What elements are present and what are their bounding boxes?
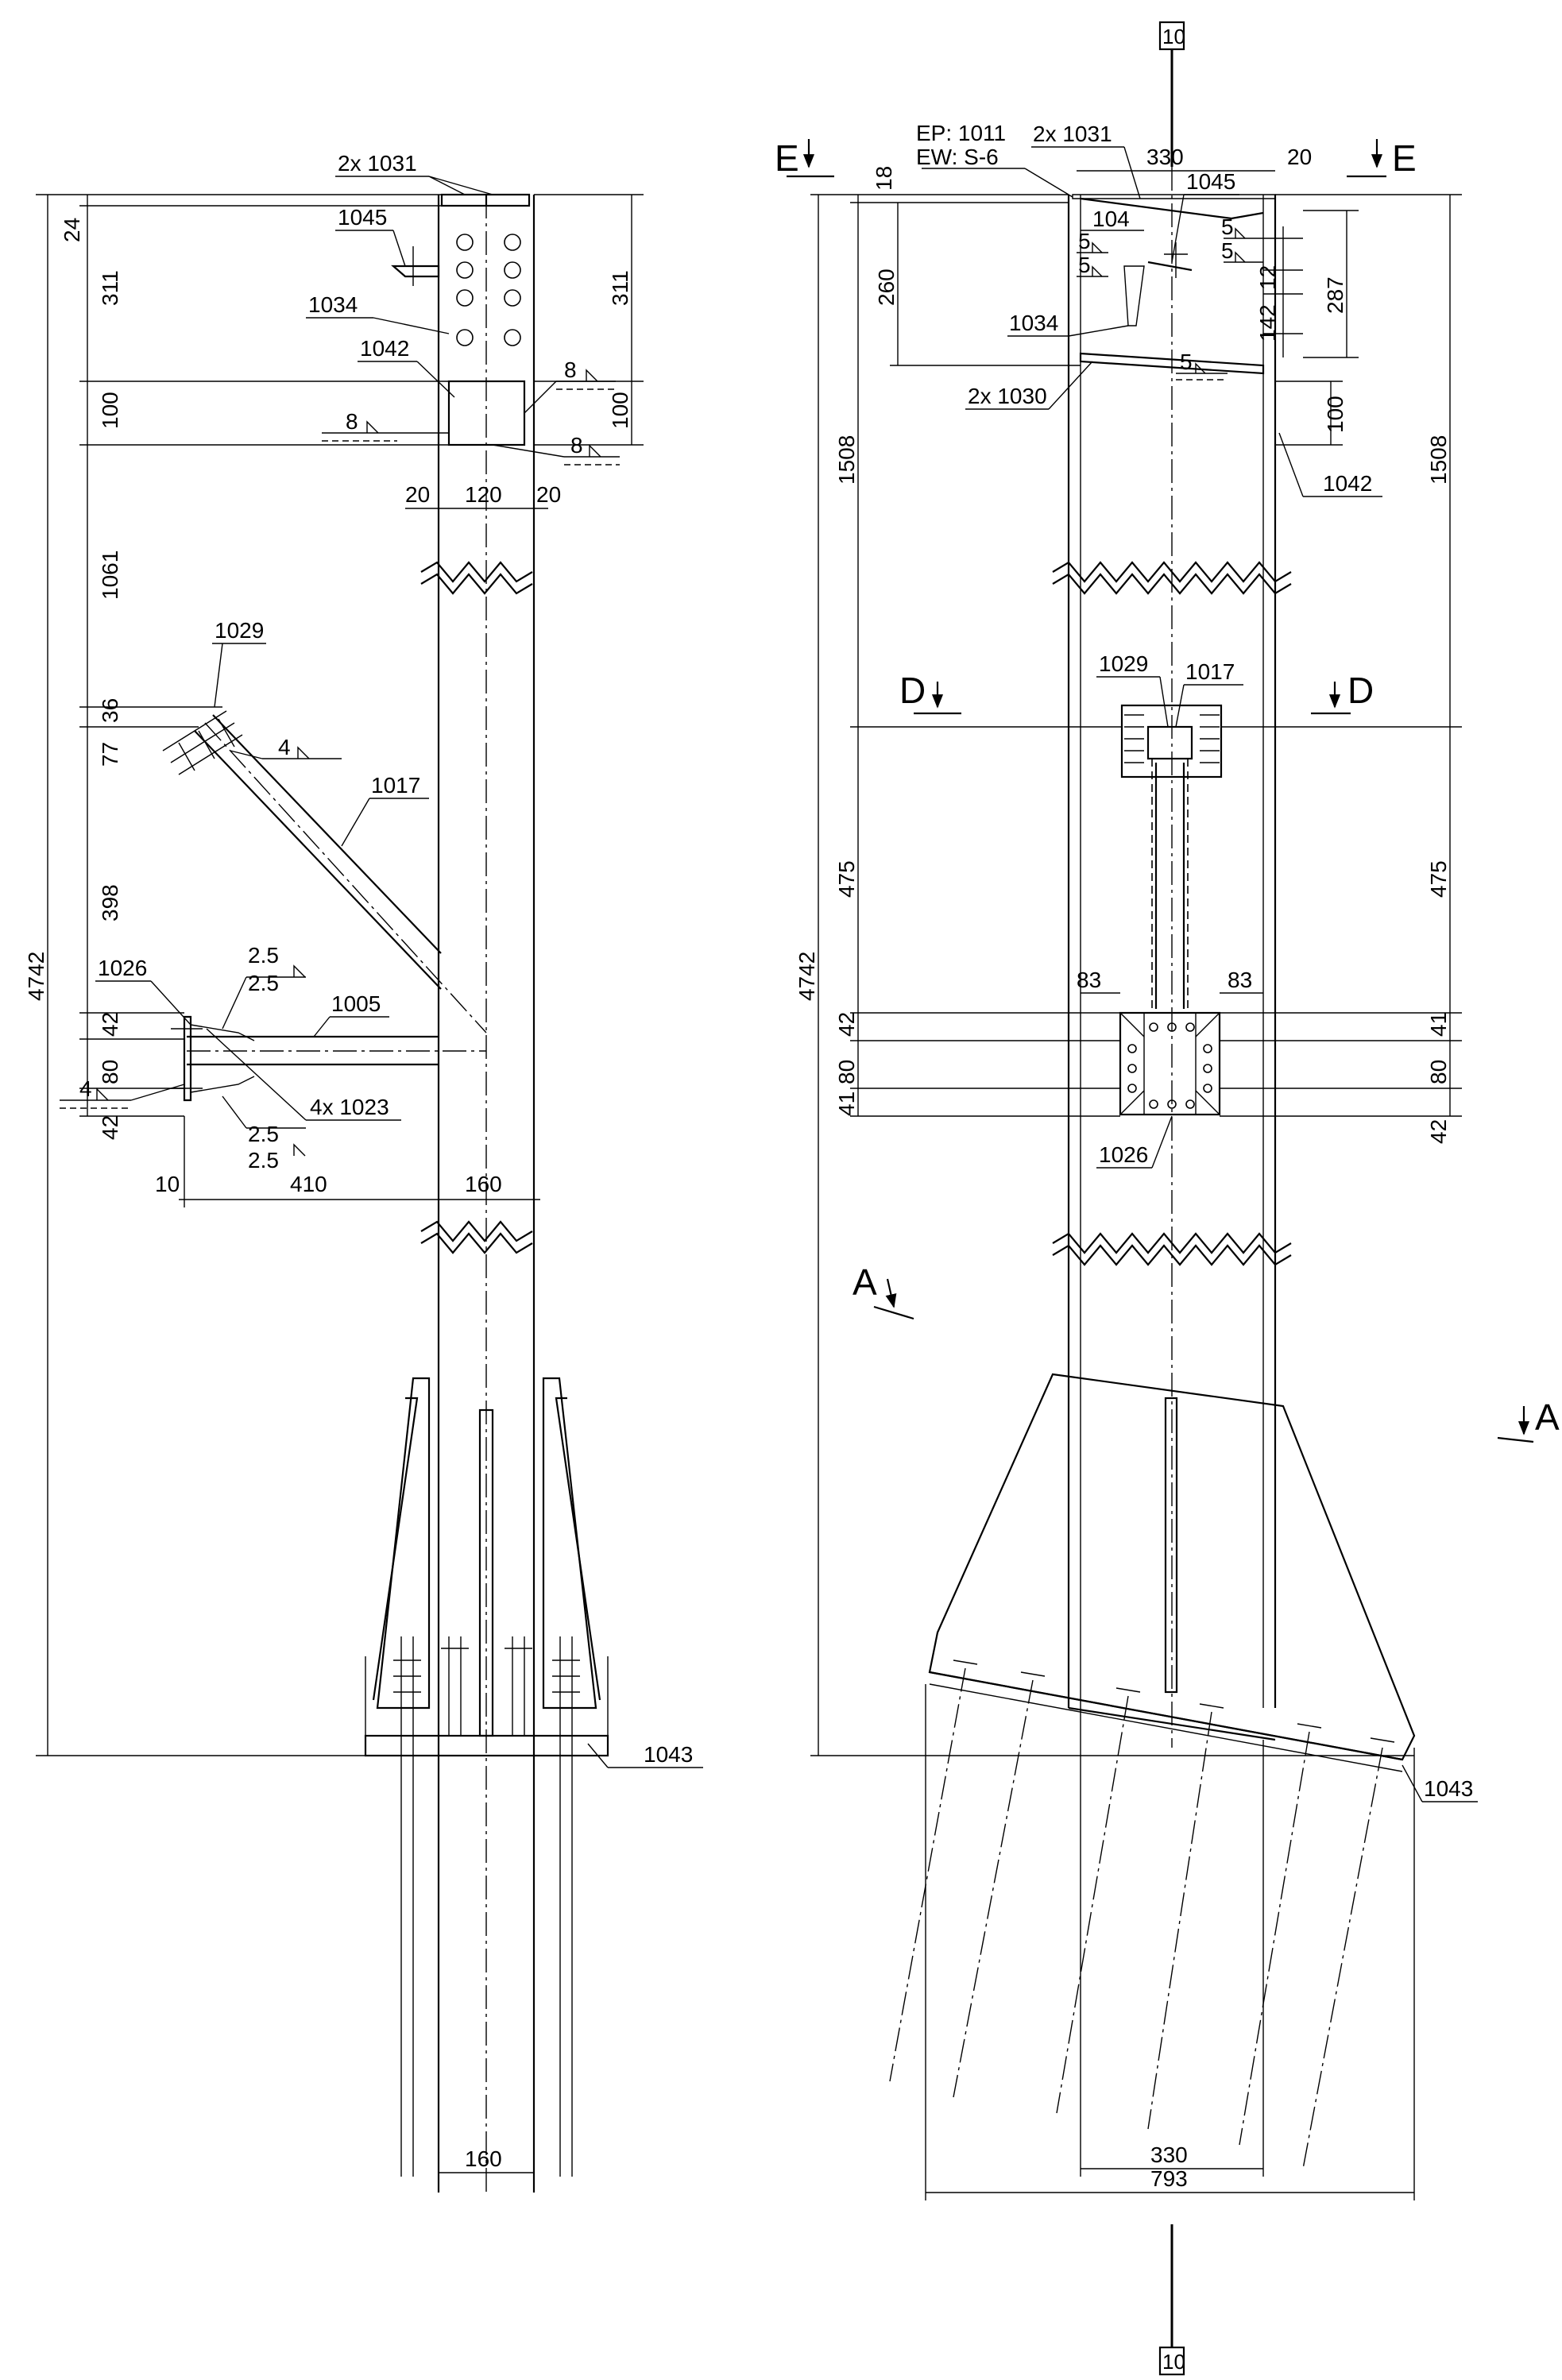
weld-8-a: 8 xyxy=(564,357,577,382)
dim-104: 104 xyxy=(1092,207,1130,231)
dim-20-a: 20 xyxy=(405,482,430,507)
weld-2-5-b: 2.5 xyxy=(248,971,279,995)
label-1045-right: 1045 xyxy=(1186,169,1235,194)
weld-5-a: 5 xyxy=(1078,229,1091,253)
weld-2-5-a: 2.5 xyxy=(248,943,279,968)
section-d-right: D xyxy=(1347,670,1374,711)
dim-160-b: 160 xyxy=(465,2146,502,2171)
weld-4-b: 4 xyxy=(79,1076,92,1101)
dim-4742-right-view: 4742 xyxy=(795,952,819,1001)
weld-5-e: 5 xyxy=(1180,350,1193,374)
section-a-right: A xyxy=(1535,1397,1560,1438)
dim-24: 24 xyxy=(60,218,84,242)
dim-398: 398 xyxy=(98,884,122,921)
dim-83-b: 83 xyxy=(1228,968,1252,992)
label-1043-right: 1043 xyxy=(1424,1776,1473,1801)
label-1026-right: 1026 xyxy=(1099,1142,1148,1167)
dim-42-b: 42 xyxy=(98,1115,122,1140)
dim-41-left: 41 xyxy=(834,1091,859,1116)
section-a-left: A xyxy=(853,1261,877,1303)
dim-475-right: 475 xyxy=(1426,860,1451,898)
note-ew: EW: S-6 xyxy=(916,145,999,169)
dim-100-right: 100 xyxy=(608,392,632,429)
section-marker-top-label: 10 xyxy=(1162,25,1185,48)
weld-4-a: 4 xyxy=(278,735,291,759)
label-1029-left: 1029 xyxy=(215,618,264,643)
dim-287: 287 xyxy=(1323,276,1347,314)
label-1017-left: 1017 xyxy=(371,773,420,798)
dim-18: 18 xyxy=(872,166,896,191)
label-1042-left: 1042 xyxy=(360,336,409,361)
dim-41-right: 41 xyxy=(1426,1012,1451,1037)
dim-1508-left: 1508 xyxy=(834,435,859,485)
note-ep: EP: 1011 xyxy=(916,121,1006,145)
weld-5-c: 5 xyxy=(1221,214,1234,239)
label-1005-left: 1005 xyxy=(331,991,381,1016)
label-4x1023-left: 4x 1023 xyxy=(310,1095,389,1119)
dim-83-a: 83 xyxy=(1077,968,1101,992)
left-view: 24 311 311 100 100 20 120 20 1061 36 77 … xyxy=(24,151,703,2193)
weld-5-d: 5 xyxy=(1221,238,1234,263)
dim-42-a: 42 xyxy=(98,1012,122,1037)
dim-260: 260 xyxy=(874,269,899,306)
dim-10: 10 xyxy=(155,1172,180,1196)
weld-2-5-c: 2.5 xyxy=(248,1122,279,1146)
weld-2-5-d: 2.5 xyxy=(248,1148,279,1173)
dim-1508-right: 1508 xyxy=(1426,435,1451,485)
dim-120: 120 xyxy=(465,482,502,507)
dim-4742-left: 4742 xyxy=(24,952,48,1001)
label-1034-left: 1034 xyxy=(308,292,358,317)
label-2x1031-right: 2x 1031 xyxy=(1033,122,1112,146)
dim-793: 793 xyxy=(1150,2166,1188,2191)
label-2x1030-right: 2x 1030 xyxy=(968,384,1047,408)
section-marker-bottom: 10 xyxy=(1158,2224,1185,2376)
weld-8-c: 8 xyxy=(570,433,583,458)
dim-330-top: 330 xyxy=(1146,145,1184,169)
dim-80: 80 xyxy=(98,1060,122,1084)
label-1034-right: 1034 xyxy=(1009,311,1058,335)
dim-311-left: 311 xyxy=(98,270,122,306)
dim-36: 36 xyxy=(98,698,122,723)
dim-100-right-view: 100 xyxy=(1323,396,1347,433)
label-1029-right: 1029 xyxy=(1099,651,1148,676)
dim-311-right: 311 xyxy=(608,270,632,306)
dim-20-b: 20 xyxy=(536,482,561,507)
dim-330-bottom: 330 xyxy=(1150,2142,1188,2167)
right-view: E E D D A A xyxy=(775,121,1560,2200)
dim-12: 12 xyxy=(1255,265,1280,290)
dim-80-right: 80 xyxy=(1426,1060,1451,1084)
section-e-right: E xyxy=(1392,137,1417,179)
bolt-holes xyxy=(456,234,521,346)
label-1042-right: 1042 xyxy=(1323,471,1372,496)
label-1045-left: 1045 xyxy=(338,205,387,230)
label-2x1031-left: 2x 1031 xyxy=(338,151,417,176)
section-marker-top: 10 xyxy=(1158,21,1185,167)
dim-80-left: 80 xyxy=(834,1060,859,1084)
weld-5-b: 5 xyxy=(1078,253,1091,277)
dim-142: 142 xyxy=(1255,304,1280,342)
section-marker-bottom-label: 10 xyxy=(1162,2350,1185,2374)
dim-77: 77 xyxy=(98,742,122,767)
dim-42-left: 42 xyxy=(834,1012,859,1037)
dim-1061: 1061 xyxy=(98,551,122,600)
section-e-left: E xyxy=(775,137,799,179)
dim-410: 410 xyxy=(290,1172,327,1196)
label-1043-left: 1043 xyxy=(644,1742,693,1767)
label-1026-left: 1026 xyxy=(98,956,147,980)
section-d-left: D xyxy=(899,670,926,711)
gusset-bolts xyxy=(1127,1022,1212,1109)
dim-475-left: 475 xyxy=(834,860,859,898)
weld-8-b: 8 xyxy=(346,409,358,434)
dim-42-right: 42 xyxy=(1426,1119,1451,1144)
dim-20-top: 20 xyxy=(1287,145,1312,169)
dim-160-a: 160 xyxy=(465,1172,502,1196)
dim-100-left: 100 xyxy=(98,392,122,429)
label-1017-right: 1017 xyxy=(1185,659,1235,684)
